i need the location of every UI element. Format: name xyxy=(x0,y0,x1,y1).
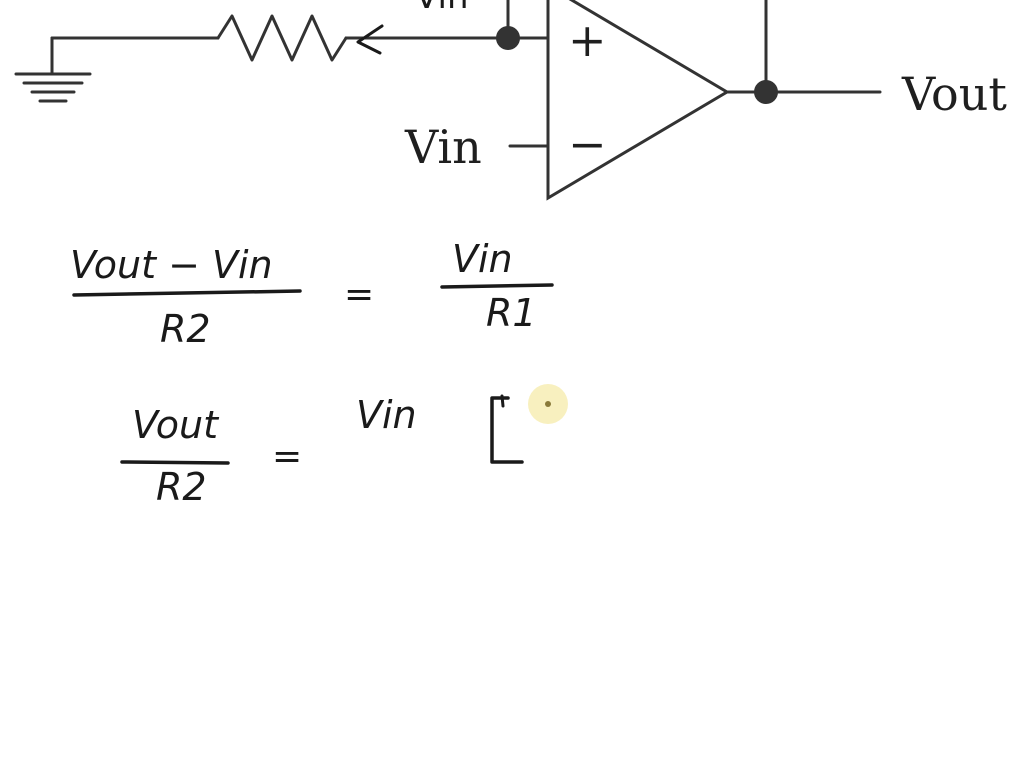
eq1-rhs-fraction-bar xyxy=(440,283,554,289)
handwritten-arrow xyxy=(356,24,384,55)
non-inverting-node xyxy=(496,26,520,50)
eq1-equals: = xyxy=(344,274,374,315)
eq2-bracket-tick xyxy=(500,394,505,408)
eq2-lhs-numerator: Vout xyxy=(132,403,220,447)
equation-1: Vout − Vin R2 = Vin R1 xyxy=(70,237,554,351)
eq2-lhs-denominator: R2 xyxy=(156,465,207,509)
minus-sign: − xyxy=(568,117,607,171)
eq1-lhs-fraction-bar xyxy=(72,289,302,297)
ground-symbol-icon xyxy=(14,36,92,103)
eq1-rhs-denominator: R1 xyxy=(486,291,537,335)
top-node-label: Vin xyxy=(415,0,469,17)
op-amp-triangle xyxy=(546,0,730,201)
equation-2: Vout R2 = Vin xyxy=(120,393,524,509)
eq2-lhs-fraction-bar xyxy=(120,460,230,465)
plus-sign: + xyxy=(568,13,607,67)
inverting-input-label: Vin xyxy=(404,120,482,174)
eq2-rhs-partial: Vin xyxy=(356,393,417,437)
resistor-r1 xyxy=(216,14,348,62)
op-amp-circuit: Vin + − Vin Vout xyxy=(14,0,1007,201)
eq2-open-bracket xyxy=(490,396,524,464)
pointer-cursor-icon xyxy=(528,384,568,424)
output-label: Vout xyxy=(901,67,1007,121)
eq1-lhs-denominator: R2 xyxy=(160,307,211,351)
eq2-equals: = xyxy=(272,436,302,477)
eq1-rhs-numerator: Vin xyxy=(452,237,513,281)
output-node xyxy=(754,80,778,104)
eq1-lhs-numerator: Vout − Vin xyxy=(70,243,273,287)
